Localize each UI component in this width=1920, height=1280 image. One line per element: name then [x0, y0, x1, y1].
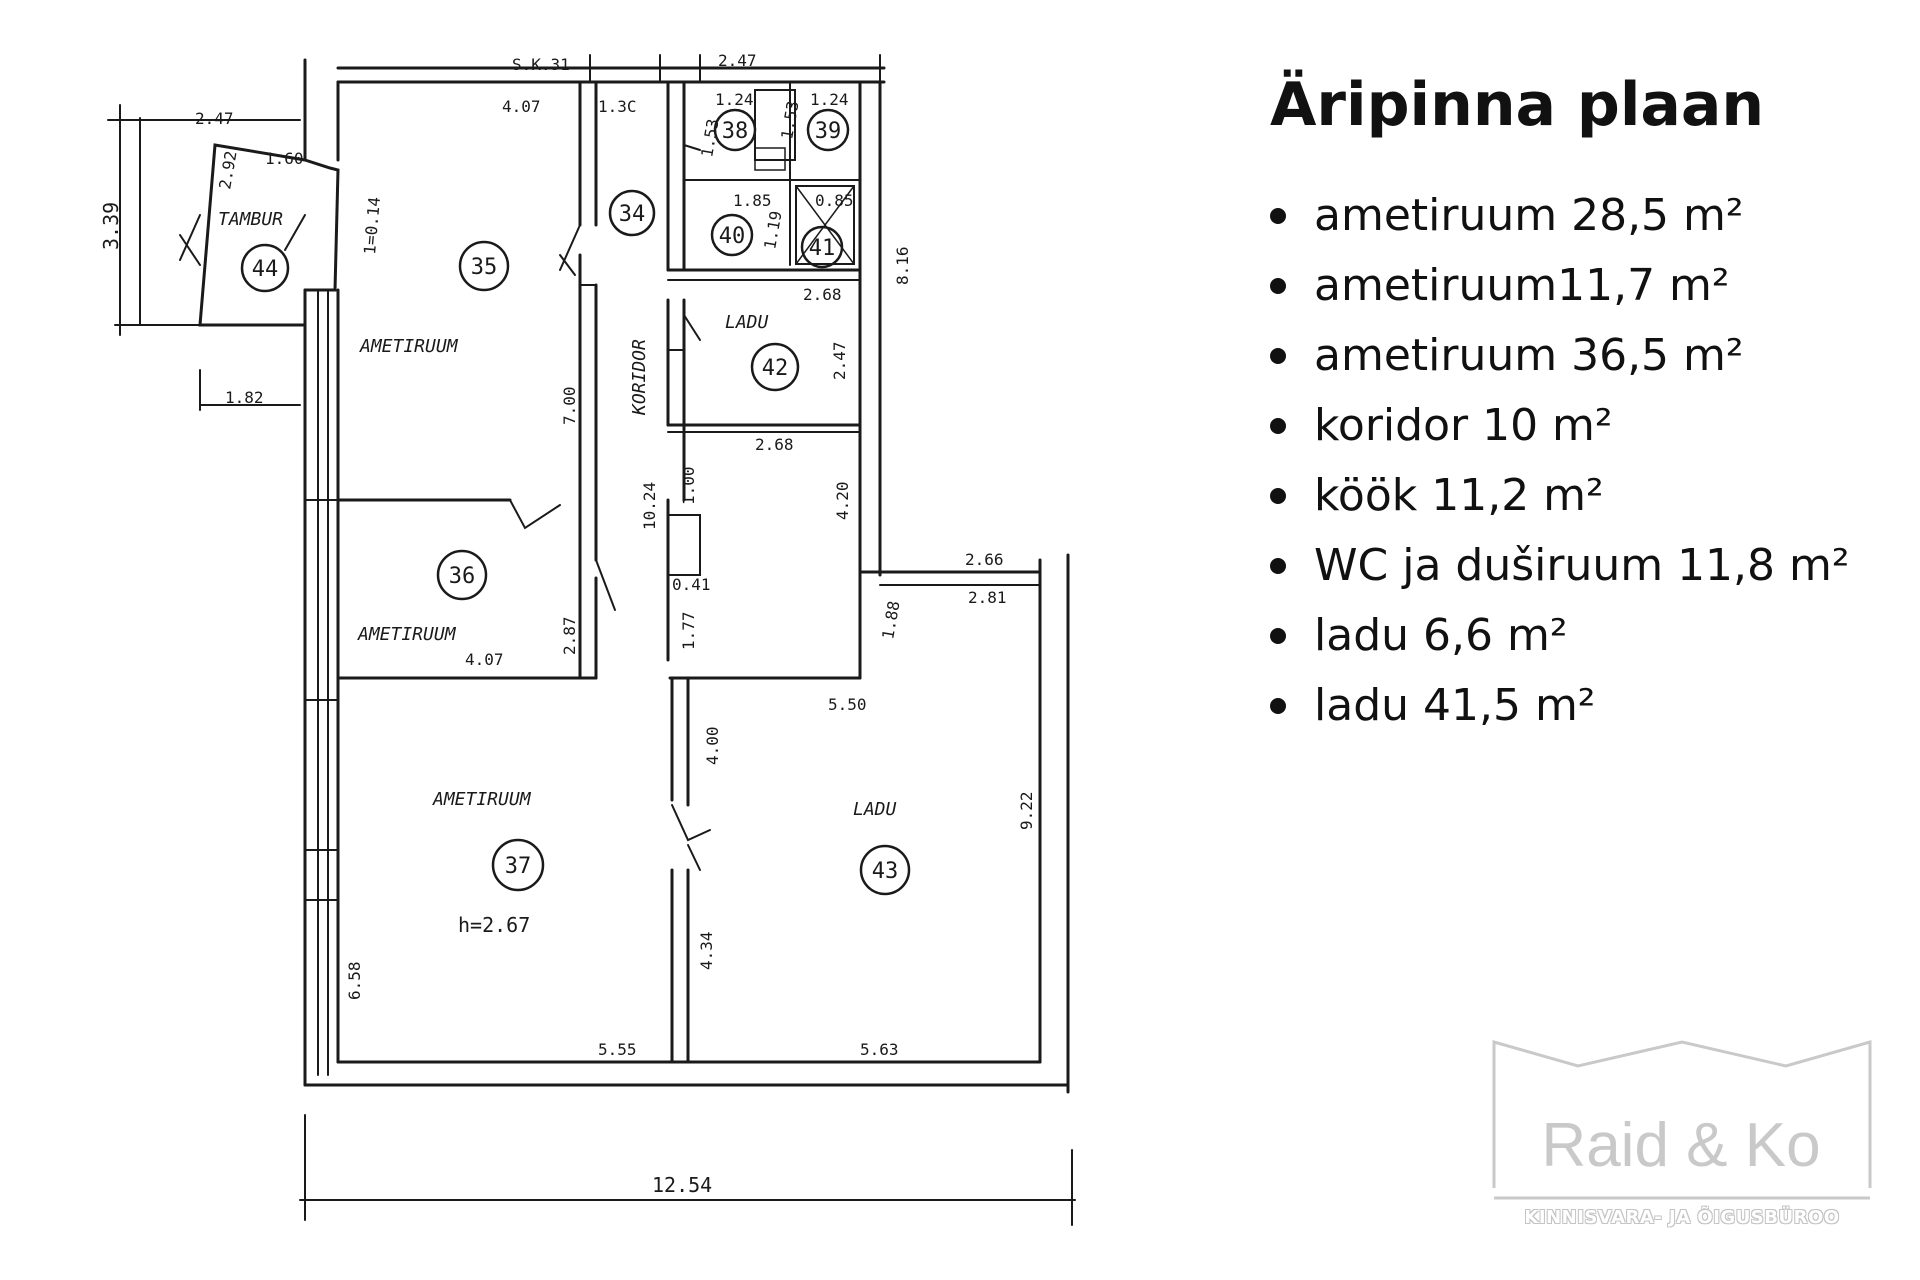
dim-153b: 1.53 [777, 99, 802, 140]
dim-281: 2.81 [968, 588, 1007, 607]
dim-188: 1.88 [878, 599, 903, 640]
area-text: ametiruum 28,5 m² [1314, 190, 1744, 241]
area-text: ladu 41,5 m² [1314, 680, 1596, 731]
dim-119: 1.19 [760, 209, 785, 250]
dim-563: 5.63 [860, 1040, 899, 1059]
bullet-icon [1270, 698, 1286, 714]
dim-247-top: 2.47 [718, 51, 757, 70]
dim-555: 5.55 [598, 1040, 637, 1059]
room-label-ametiruum-36: AMETIRUUM [357, 624, 457, 645]
dim-268a: 2.68 [803, 285, 842, 304]
dim-922: 9.22 [1017, 791, 1036, 830]
dim-124b: 1.24 [810, 90, 849, 109]
room-number-44: 44 [252, 257, 279, 282]
dim-420: 4.20 [833, 481, 852, 520]
list-item: WC ja duširuum 11,8 m² [1270, 538, 1850, 608]
dim-816: 8.16 [893, 246, 912, 285]
dim-247b: 2.47 [830, 341, 849, 380]
dim-266: 2.66 [965, 550, 1004, 569]
dim-100: 1.00 [679, 466, 698, 505]
area-list: ametiruum 28,5 m² ametiruum11,7 m² ameti… [1270, 188, 1850, 748]
room-number-34: 34 [619, 202, 646, 227]
dim-185: 1.85 [733, 191, 772, 210]
dim-658: 6.58 [345, 961, 364, 1000]
dim-182: 1.82 [225, 388, 264, 407]
dim-041: 0.41 [672, 575, 711, 594]
bullet-icon [1270, 558, 1286, 574]
dim-292: 2.92 [215, 149, 240, 190]
room-number-42: 42 [762, 356, 789, 381]
floor-plan-drawing: 34 35 36 37 38 39 40 41 42 43 44 TAMBUR … [99, 51, 1076, 1226]
bullet-icon [1270, 208, 1286, 224]
page-title: Äripinna plaan [1270, 70, 1765, 140]
list-item: ladu 6,6 m² [1270, 608, 1850, 678]
logo-frame [1492, 1040, 1872, 1200]
dim-177: 1.77 [679, 611, 698, 650]
dim-407-top: 4.07 [502, 97, 541, 116]
dim-130: 1.3C [598, 97, 637, 116]
dim-287: 2.87 [560, 616, 579, 655]
area-text: köök 11,2 m² [1314, 470, 1604, 521]
room-number-36: 36 [449, 564, 476, 589]
area-text: ametiruum 36,5 m² [1314, 330, 1744, 381]
list-item: koridor 10 m² [1270, 398, 1850, 468]
dim-014: 1=0.14 [360, 196, 384, 255]
room-number-38: 38 [722, 119, 749, 144]
area-text: koridor 10 m² [1314, 400, 1613, 451]
dim-434: 4.34 [697, 931, 716, 970]
room-label-ametiruum-35: AMETIRUUM [359, 336, 459, 357]
room-label-ametiruum-37: AMETIRUUM [432, 789, 532, 810]
bullet-icon [1270, 628, 1286, 644]
list-item: köök 11,2 m² [1270, 468, 1850, 538]
room-number-35: 35 [471, 255, 498, 280]
dim-153a: 1.53 [697, 117, 722, 158]
room-number-40: 40 [719, 224, 746, 249]
room-number-41: 41 [809, 236, 836, 261]
bullet-icon [1270, 278, 1286, 294]
room-label-tambur: TAMBUR [218, 209, 283, 230]
dim-267: h=2.67 [458, 913, 530, 937]
dim-1254: 12.54 [652, 1173, 712, 1197]
room-label-ladu-42: LADU [725, 312, 769, 333]
area-text: ladu 6,6 m² [1314, 610, 1568, 661]
logo-tagline: KINNISVARA- JA ÕIGUSBÜROO [1524, 1207, 1840, 1228]
dim-sk: S.K.31 [512, 55, 570, 74]
dim-249: 2.47 [195, 109, 234, 128]
logo-name: Raid & Ko [1541, 1111, 1821, 1180]
room-label-ladu-43: LADU [853, 799, 897, 820]
dim-550: 5.50 [828, 695, 867, 714]
bullet-icon [1270, 348, 1286, 364]
dim-407-bottom: 4.07 [465, 650, 504, 669]
dim-160: 1.60 [265, 149, 304, 168]
room-label-koridor: KORIDOR [629, 339, 650, 416]
dim-339: 3.39 [99, 202, 123, 250]
area-text: ametiruum11,7 m² [1314, 260, 1730, 311]
list-item: ladu 41,5 m² [1270, 678, 1850, 748]
bullet-icon [1270, 418, 1286, 434]
room-number-37: 37 [505, 854, 532, 879]
bullet-icon [1270, 488, 1286, 504]
dim-1024: 10.24 [640, 482, 659, 530]
room-number-39: 39 [815, 119, 842, 144]
area-text: WC ja duširuum 11,8 m² [1314, 540, 1850, 591]
dim-268b: 2.68 [755, 435, 794, 454]
room-number-43: 43 [872, 859, 899, 884]
dim-400: 4.00 [703, 726, 722, 765]
list-item: ametiruum11,7 m² [1270, 258, 1850, 328]
dim-124a: 1.24 [715, 90, 754, 109]
dim-700: 7.00 [560, 386, 579, 425]
list-item: ametiruum 28,5 m² [1270, 188, 1850, 258]
dim-085: 0.85 [815, 191, 854, 210]
list-item: ametiruum 36,5 m² [1270, 328, 1850, 398]
